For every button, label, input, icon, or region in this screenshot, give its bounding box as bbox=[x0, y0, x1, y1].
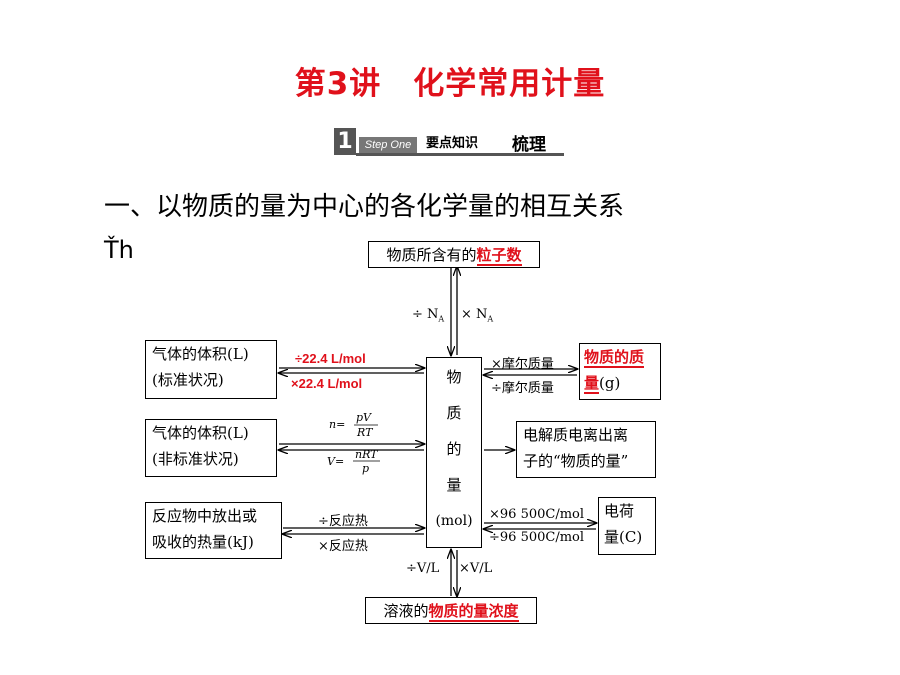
amount-of-substance-box: 物 质 的 量 (mol) bbox=[426, 357, 482, 548]
label-mass-div: ÷摩尔质量 bbox=[491, 381, 554, 396]
section-heading: 一、以物质的量为中心的各化学量的相互关系 bbox=[104, 192, 625, 222]
electrolyte-ions-box: 电解质电离出离子的“物质的量” bbox=[516, 421, 656, 478]
charge-box: 电荷量(C) bbox=[598, 497, 656, 555]
page-title: 第3讲 化学常用计量 bbox=[294, 66, 606, 102]
label-top-div: ÷ NA bbox=[412, 307, 445, 324]
particle-count-box: 物质所含有的粒子数 bbox=[368, 241, 540, 268]
stray-glyph: Ťh bbox=[104, 236, 134, 264]
label-bot-mul: ×V/L bbox=[459, 561, 493, 576]
label-charge-mul: ×96 500C/mol bbox=[489, 507, 585, 522]
label-react-div: ÷反应热 bbox=[318, 514, 368, 529]
label-top-mul: × NA bbox=[461, 307, 494, 324]
label-react-mul: ×反应热 bbox=[318, 539, 368, 554]
formula-v-den: p bbox=[362, 462, 370, 475]
formula-v-num: nRT bbox=[355, 448, 378, 461]
step-banner: 1 Step One 要点知识 梳理 bbox=[334, 128, 564, 156]
formula-n-num: pV bbox=[356, 411, 371, 424]
label-charge-div: ÷96 500C/mol bbox=[489, 530, 585, 545]
formula-n-lhs: n= bbox=[329, 418, 346, 431]
step-number: 1 bbox=[334, 128, 356, 155]
particle-count-highlight: 粒子数 bbox=[476, 246, 522, 266]
step-english: Step One bbox=[359, 137, 417, 154]
label-bot-div: ÷V/L bbox=[406, 561, 440, 576]
molar-concentration-highlight: 物质的量浓度 bbox=[428, 602, 519, 622]
gas-volume-std-box: 气体的体积(L)(标准状况) bbox=[145, 340, 277, 399]
reaction-heat-box: 反应物中放出或吸收的热量(kJ) bbox=[145, 502, 282, 559]
formula-n-den: RT bbox=[357, 426, 373, 439]
label-gasstd-mul: ×22.4 L/mol bbox=[291, 376, 363, 391]
step-underline bbox=[356, 153, 564, 156]
label-mass-mul: ×摩尔质量 bbox=[491, 357, 554, 372]
step-label-b: 梳理 bbox=[512, 135, 546, 155]
gas-volume-nonstd-box: 气体的体积(L)(非标准状况) bbox=[145, 419, 277, 477]
formula-v-lhs: V= bbox=[327, 455, 345, 468]
step-label-a: 要点知识 bbox=[426, 136, 479, 151]
label-gasstd-div: ÷22.4 L/mol bbox=[295, 351, 366, 366]
molar-concentration-box: 溶液的物质的量浓度 bbox=[365, 597, 537, 624]
mass-box: 物质的质 量(g) bbox=[579, 343, 661, 400]
